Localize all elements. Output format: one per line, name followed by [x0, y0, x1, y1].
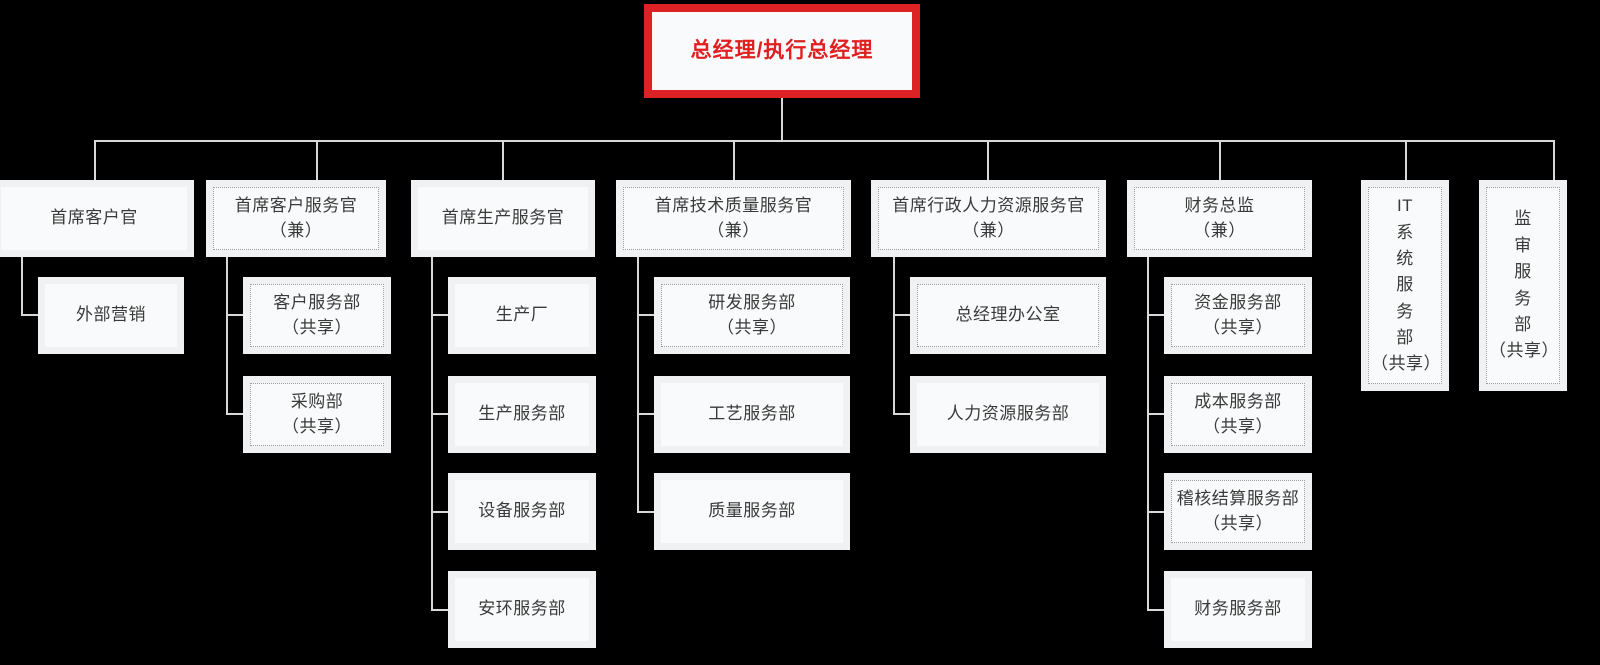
org-node-rd-service-dept-label: 研发服务部（共享）: [661, 284, 843, 347]
connector-spine-cpso: [431, 257, 433, 611]
org-node-gm-office-label: 总经理办公室: [917, 284, 1099, 347]
org-node-finance-service-dept-label: 财务服务部: [1171, 578, 1305, 641]
org-node-quality-service-dept[interactable]: 质量服务部: [654, 473, 850, 550]
org-node-process-service-dept[interactable]: 工艺服务部: [654, 376, 850, 453]
org-node-customer-service-dept-label: 客户服务部（共享）: [250, 284, 384, 347]
org-node-equipment-service-dept-label: 设备服务部: [455, 480, 589, 543]
org-node-production-service-dept[interactable]: 生产服务部: [448, 376, 596, 453]
org-node-cpso-label: 首席生产服务官: [418, 187, 588, 250]
org-node-cco-label: 首席客户官: [1, 187, 187, 250]
org-node-ctqso-label: 首席技术质量服务官（兼）: [623, 187, 844, 250]
org-node-cahrso-label: 首席行政人力资源服务官（兼）: [878, 187, 1099, 250]
connector-stub-ctqso-2: [637, 511, 655, 513]
org-node-gm-office[interactable]: 总经理办公室: [910, 277, 1106, 354]
connector-drop-cpso: [502, 140, 504, 180]
org-node-root[interactable]: 总经理/执行总经理: [644, 4, 920, 98]
org-node-cost-service-dept-label: 成本服务部（共享）: [1171, 383, 1305, 446]
org-node-procurement-dept-label: 采购部（共享）: [250, 383, 384, 446]
connector-level2-bus: [94, 140, 1555, 142]
org-node-production-service-dept-label: 生产服务部: [455, 383, 589, 446]
connector-stub-cpso-3: [431, 609, 449, 611]
org-node-root-label: 总经理/执行总经理: [652, 12, 912, 90]
connector-stub-cfo-1: [1147, 413, 1165, 415]
connector-stub-cahrso-0: [893, 314, 911, 316]
org-node-rd-service-dept[interactable]: 研发服务部（共享）: [654, 277, 850, 354]
org-node-cost-service-dept[interactable]: 成本服务部（共享）: [1164, 376, 1312, 453]
connector-stub-ctqso-0: [637, 314, 655, 316]
org-node-ctqso[interactable]: 首席技术质量服务官（兼）: [616, 180, 851, 257]
connector-stub-cpso-1: [431, 413, 449, 415]
connector-root-stem: [781, 98, 783, 140]
connector-stub-cpso-0: [431, 314, 449, 316]
connector-drop-ctqso: [733, 140, 735, 180]
connector-stub-ctqso-1: [637, 413, 655, 415]
connector-spine-cfo: [1147, 257, 1149, 611]
connector-stub-cpso-2: [431, 511, 449, 513]
org-node-cco[interactable]: 首席客户官: [0, 180, 194, 257]
org-node-cfo[interactable]: 财务总监（兼）: [1127, 180, 1312, 257]
connector-stub-cfo-3: [1147, 609, 1165, 611]
connector-drop-ccso: [316, 140, 318, 180]
connector-stub-cfo-0: [1147, 314, 1165, 316]
connector-drop-audit: [1553, 140, 1555, 180]
connector-stub-cco-0: [21, 314, 39, 316]
org-node-customer-service-dept[interactable]: 客户服务部（共享）: [243, 277, 391, 354]
org-node-hr-service-dept[interactable]: 人力资源服务部: [910, 376, 1106, 453]
connector-spine-cahrso: [893, 257, 895, 415]
org-node-production-plant[interactable]: 生产厂: [448, 277, 596, 354]
connector-spine-cco: [21, 257, 23, 316]
org-node-audit-label: 监审服务部（共享）: [1486, 187, 1560, 384]
connector-stub-ccso-1: [226, 413, 244, 415]
org-node-process-service-dept-label: 工艺服务部: [661, 383, 843, 446]
org-node-quality-service-dept-label: 质量服务部: [661, 480, 843, 543]
org-node-audit-settlement-service-dept[interactable]: 稽核结算服务部（共享）: [1164, 473, 1312, 550]
org-node-external-marketing-label: 外部营销: [45, 284, 177, 347]
connector-drop-cfo: [1219, 140, 1221, 180]
org-node-ccso-label: 首席客户服务官（兼）: [213, 187, 379, 250]
org-node-production-plant-label: 生产厂: [455, 284, 589, 347]
connector-stub-ccso-0: [226, 314, 244, 316]
connector-spine-ccso: [226, 257, 228, 415]
org-node-audit[interactable]: 监审服务部（共享）: [1479, 180, 1567, 391]
org-node-equipment-service-dept[interactable]: 设备服务部: [448, 473, 596, 550]
org-node-external-marketing[interactable]: 外部营销: [38, 277, 184, 354]
org-node-cfo-label: 财务总监（兼）: [1134, 187, 1305, 250]
org-node-finance-service-dept[interactable]: 财务服务部: [1164, 571, 1312, 648]
connector-drop-cahrso: [987, 140, 989, 180]
connector-stub-cfo-2: [1147, 511, 1165, 513]
connector-spine-ctqso: [637, 257, 639, 513]
org-node-treasury-service-dept[interactable]: 资金服务部（共享）: [1164, 277, 1312, 354]
connector-drop-it: [1405, 140, 1407, 180]
org-node-safety-env-service-dept[interactable]: 安环服务部: [448, 571, 596, 648]
connector-stub-cahrso-1: [893, 413, 911, 415]
org-node-treasury-service-dept-label: 资金服务部（共享）: [1171, 284, 1305, 347]
org-node-cpso[interactable]: 首席生产服务官: [411, 180, 595, 257]
org-node-ccso[interactable]: 首席客户服务官（兼）: [206, 180, 386, 257]
org-node-safety-env-service-dept-label: 安环服务部: [455, 578, 589, 641]
connector-drop-cco: [94, 140, 96, 180]
org-node-hr-service-dept-label: 人力资源服务部: [917, 383, 1099, 446]
org-node-procurement-dept[interactable]: 采购部（共享）: [243, 376, 391, 453]
org-node-cahrso[interactable]: 首席行政人力资源服务官（兼）: [871, 180, 1106, 257]
org-node-audit-settlement-service-dept-label: 稽核结算服务部（共享）: [1171, 480, 1305, 543]
